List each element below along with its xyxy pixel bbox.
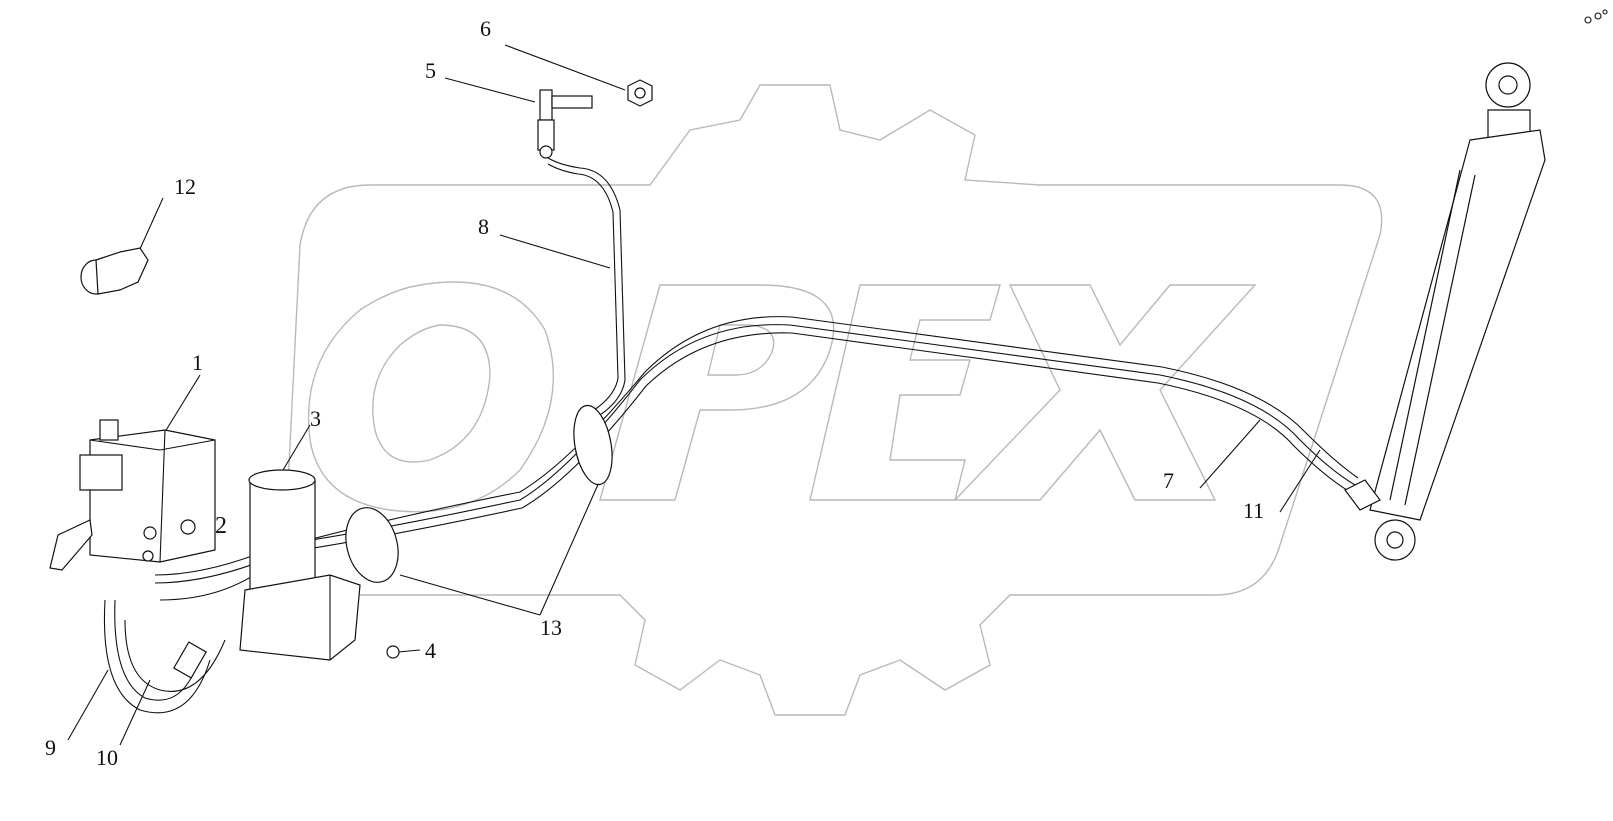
hose-9 bbox=[103, 599, 211, 714]
leader-lines bbox=[67, 44, 1321, 746]
callout-1: 1 bbox=[192, 350, 203, 375]
part-3-motor bbox=[239, 469, 400, 661]
hydraulic-cylinder bbox=[1344, 62, 1546, 561]
part-5-tee-fitting bbox=[537, 89, 593, 159]
callout-2: 2 bbox=[215, 513, 227, 539]
corner-mark bbox=[1584, 9, 1608, 24]
watermark-letters bbox=[307, 281, 1257, 513]
callout-6: 6 bbox=[480, 16, 491, 41]
callout-7: 7 bbox=[1163, 468, 1174, 493]
part-1-valve-block bbox=[49, 419, 216, 571]
callout-8: 8 bbox=[478, 214, 489, 239]
callout-13: 13 bbox=[540, 615, 562, 640]
hose-10 bbox=[124, 619, 226, 692]
callout-3: 3 bbox=[310, 406, 321, 431]
part-13-clamp bbox=[345, 404, 613, 583]
callout-12: 12 bbox=[174, 174, 196, 199]
callout-5: 5 bbox=[425, 58, 436, 83]
callout-10: 10 bbox=[96, 745, 118, 770]
pipe-8 bbox=[547, 157, 626, 416]
callout-4: 4 bbox=[425, 638, 436, 663]
part-12-fitting bbox=[80, 247, 149, 295]
callout-11: 11 bbox=[1243, 498, 1265, 523]
callout-9: 9 bbox=[45, 735, 56, 760]
part-6-nut bbox=[627, 79, 653, 107]
pipe-11 bbox=[159, 316, 1359, 601]
pipe-7 bbox=[154, 324, 1356, 584]
watermark-gear bbox=[281, 84, 1383, 716]
